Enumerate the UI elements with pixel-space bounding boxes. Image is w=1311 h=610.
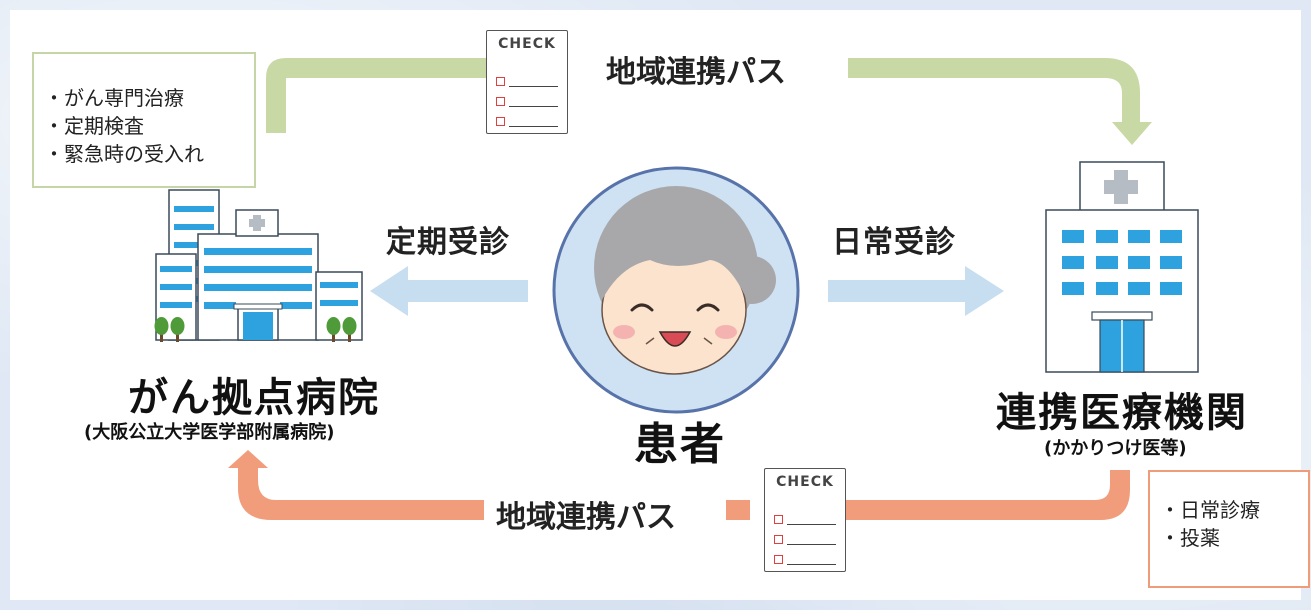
top-flow-arrowhead [1112,122,1152,145]
partner-institution-title: 連携医療機関 [996,390,1248,436]
left-visit-arrow [370,266,528,316]
bottom-flow-path [228,450,1130,520]
cancer-hospital-building-icon [154,189,363,342]
diagram-canvas: CHECK CHECK 地域連携パス 地域連携パス ・がん専門治療 ・定期検査 … [10,10,1310,600]
service-item: ・緊急時の受入れ [44,142,204,166]
bottom-checklist-icon: CHECK [764,468,846,572]
patient-title: 患者 [634,419,726,470]
top-flow-path [246,58,1152,145]
top-checklist-icon: CHECK [486,30,568,134]
bottom-flow-arrowhead [228,450,268,468]
checklist-header: CHECK [776,474,834,490]
cancer-hospital-subtitle: (大阪公立大学医学部附属病院) [84,422,335,443]
service-item: ・日常診療 [1160,498,1260,522]
partner-institution-subtitle: (かかりつけ医等) [1044,438,1187,459]
top-flow-label: 地域連携パス [606,55,786,90]
service-item: ・定期検査 [44,114,144,138]
checklist-header: CHECK [498,36,556,52]
daily-visit-label: 日常受診 [832,225,956,260]
tree-icon [154,317,357,342]
service-item: ・投薬 [1160,526,1220,550]
bottom-flow-label: 地域連携パス [496,500,676,535]
periodic-visit-label: 定期受診 [386,225,510,260]
partner-clinic-building-icon [1045,161,1199,373]
patient-face-icon [552,166,800,414]
cancer-hospital-services-box: ・がん専門治療 ・定期検査 ・緊急時の受入れ [32,52,256,188]
diagram-graphics [154,58,1199,520]
partner-services-box: ・日常診療 ・投薬 [1148,470,1310,588]
right-visit-arrow [828,266,1004,316]
service-item: ・がん専門治療 [44,86,184,110]
cancer-hospital-title: がん拠点病院 [128,375,380,421]
